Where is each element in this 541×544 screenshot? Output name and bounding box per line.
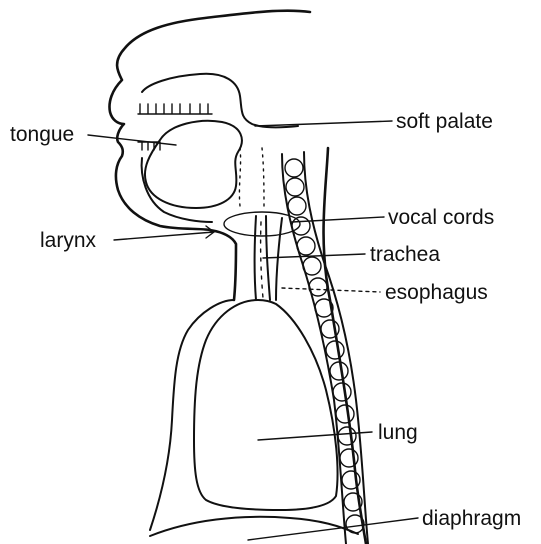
lung-shape xyxy=(194,300,338,510)
upper-teeth xyxy=(138,104,212,114)
pharynx-dotted-right xyxy=(262,148,264,210)
throat-front-outline xyxy=(210,230,236,300)
leader-soft-palate xyxy=(255,121,392,126)
chest-outline xyxy=(150,300,234,530)
pharynx-dotted-left xyxy=(239,148,240,206)
trachea-dashes xyxy=(261,222,263,298)
label-tongue: tongue xyxy=(10,124,74,145)
diaphragm-shape xyxy=(150,517,358,536)
label-larynx: larynx xyxy=(40,230,96,251)
trachea-left-wall xyxy=(255,216,257,300)
esophagus-wall xyxy=(276,218,282,300)
leader-esophagus xyxy=(282,288,380,292)
neck-back-outline xyxy=(324,148,366,544)
mouth-floor xyxy=(142,158,212,222)
label-lung: lung xyxy=(378,422,418,443)
label-soft-palate: soft palate xyxy=(396,111,493,132)
leader-diaphragm xyxy=(248,518,418,540)
nasal-cavity xyxy=(142,74,298,128)
label-vocal-cords: vocal cords xyxy=(388,207,494,228)
tongue-shape xyxy=(145,121,242,208)
label-diaphragm: diaphragm xyxy=(422,508,521,529)
label-trachea: trachea xyxy=(370,244,440,265)
leader-larynx xyxy=(114,232,214,240)
label-esophagus: esophagus xyxy=(385,282,488,303)
